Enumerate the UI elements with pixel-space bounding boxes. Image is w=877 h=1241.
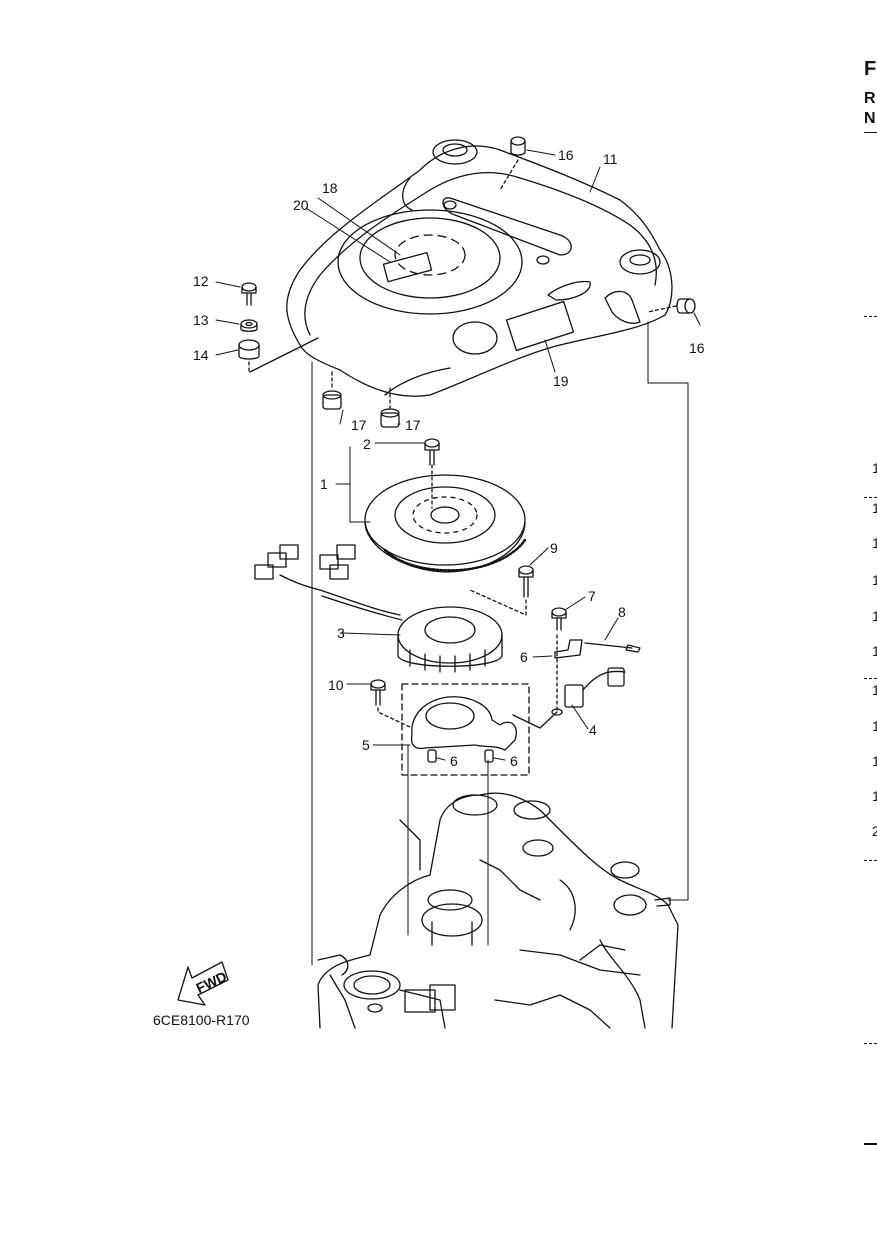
flywheel-cover [286,139,673,397]
grommet-16-side [647,298,696,314]
bracket-8 [554,634,583,713]
callout-17-right: 17 [405,417,421,433]
stator-coil [254,544,503,673]
bolt-13 [241,282,257,306]
callout-9: 8 [618,604,626,620]
edge-row-8: 1 [872,718,877,734]
callout-18: 19 [553,373,569,389]
callout-1: 1 [320,476,328,492]
edge-row-10: 1 [872,788,877,804]
edge-rule [864,132,877,133]
fwd-label: FWD [193,968,229,996]
edge-dash [864,860,877,861]
callout-17-left: 17 [351,417,367,433]
edge-dash [864,497,877,498]
flywheel [364,474,527,573]
edge-header-letter-1: F [864,58,877,80]
edge-row-3: 1 [872,535,877,551]
edge-row-5: 1 [872,608,877,624]
edge-dash [864,678,877,679]
edge-row-7: 1 [872,682,877,698]
callout-13: 12 [193,273,209,289]
callout-12: 11 [603,151,618,167]
engine-block [317,792,679,1029]
bolt-11 [370,679,413,729]
callout-8: 6 [520,649,528,665]
assembly-guide-lines [311,321,689,966]
bolt-2 [424,438,440,509]
grommet-17-left [322,371,342,410]
edge-row-1: 1 [872,460,877,476]
edge-dash [864,316,877,317]
bolt-10 [469,565,534,616]
edge-row-11: 2 [872,823,877,839]
plate-assembly-5 [401,683,530,776]
grommet-17-right [380,387,400,428]
callout-11: 10 [328,677,344,693]
edge-row-2: 1 [872,500,877,516]
edge-row-6: 1 [872,643,877,659]
leader-lines [215,149,701,761]
callout-5: 5 [362,737,370,753]
callout-6-right: 6 [510,753,518,769]
harness-9 [584,642,641,653]
figure-reference-code: 6CE8100-R170 [153,1012,250,1028]
grommet-16-top [499,136,526,191]
grommet-15 [238,339,260,360]
callout-2: 2 [363,436,371,452]
washer-14 [240,319,258,332]
callout-19: 18 [322,180,338,196]
bolt-7 [551,607,567,631]
callout-16-top: 16 [558,147,574,163]
callout-14: 13 [193,312,209,328]
edge-row-9: 1 [872,753,877,769]
edge-dash [864,1043,877,1044]
callout-15: 14 [193,347,209,363]
callout-6-left: 6 [450,753,458,769]
callout-10: 9 [550,540,558,556]
callout-3: 3 [337,625,345,641]
callout-16-side: 16 [689,340,705,356]
fwd-arrow-icon [177,961,229,1006]
callout-7: 7 [588,588,596,604]
edge-row-4: 1 [872,572,877,588]
callout-4: 4 [589,722,597,738]
callout-20: 20 [293,197,309,213]
edge-rule [864,1143,877,1145]
pulser-coil-4 [551,667,626,716]
edge-header-letter-2: R [864,90,876,107]
edge-header-letter-3: N [864,110,876,127]
